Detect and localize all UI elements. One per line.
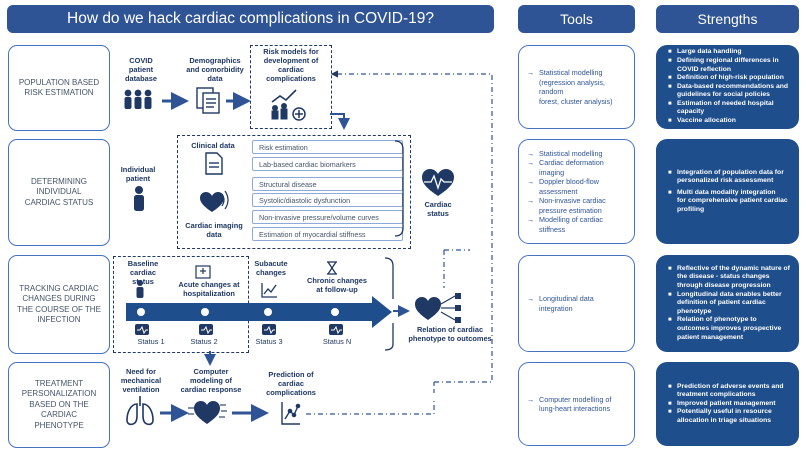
row-label-tracking: TRACKING CARDIAC CHANGES DURING THE COUR… (8, 255, 110, 354)
tools-box-2: Statistical modelling Cardiac deformatio… (518, 139, 635, 244)
arrow-risk-to-status (330, 113, 350, 130)
tools-box-3: Longitudinal data integration (518, 255, 635, 352)
hospital-icon (195, 265, 211, 279)
strengths-box-1: Large data handling Defining regional di… (656, 45, 799, 129)
tools-box-1: Statistical modelling (regression analys… (518, 45, 635, 129)
computer-modeling-label: Computer modeling of cardiac response (180, 367, 242, 394)
strength-item: Longitudinal data enables better definit… (668, 291, 790, 317)
timeline-arrow (126, 296, 392, 328)
strength-item: Potentially useful in resource allocatio… (668, 408, 784, 425)
risk-models-frame (250, 45, 332, 129)
strengths-box-4: Prediction of adverse events and treatme… (656, 362, 799, 446)
timeline-bracket (384, 257, 394, 351)
chronic-changes-label: Chronic changes at follow-up (307, 276, 367, 294)
strengths-header: Strengths (656, 5, 799, 33)
item-myocardial-stiffness: Estimation of myocardial stiffness (252, 227, 403, 241)
timeline-dot-2 (201, 308, 209, 316)
strength-item: Multi data modality integration for comp… (668, 189, 788, 215)
strength-item: Improved patient management (668, 400, 784, 409)
strength-item: Integration of population data for perso… (668, 169, 788, 186)
status-3-label: Status 3 (255, 337, 283, 346)
heart-network-icon (415, 293, 461, 323)
strength-item: Large data handling (668, 48, 788, 57)
strengths-box-2: Integration of population data for perso… (656, 139, 799, 244)
strength-item: Defining regional differences in COVID r… (668, 57, 788, 74)
status-1-label: Status 1 (137, 337, 165, 346)
individual-patient-label: Individual patient (120, 165, 156, 183)
tools-box-4: Computer modelling of lung-heart interac… (518, 362, 635, 446)
strengths-box-3: Reflective of the dynamic nature of the … (656, 255, 799, 352)
baseline-person-icon (136, 280, 144, 298)
status-heart-icons (135, 324, 343, 335)
clinical-document-icon (205, 152, 223, 175)
tool-item: Non-invasive cardiac pressure estimation (527, 196, 606, 215)
baseline-status-label: Baseline cardiac status (127, 259, 159, 286)
relation-outcomes-label: Relation of cardiac phenotype to outcome… (408, 325, 492, 343)
subacute-changes-label: Subacute changes (254, 259, 288, 277)
cardiac-status-label: Cardiac status (424, 200, 452, 218)
tool-item: Doppler blood-flow assessment (527, 177, 606, 196)
strength-item: Estimation of needed hospital capacity (668, 100, 788, 117)
risk-trend-icon (271, 89, 306, 121)
risk-models-label: Risk models for development of cardiac c… (263, 47, 319, 83)
tool-item: Statistical modelling (regression analys… (527, 68, 626, 106)
heart-monitor-icon (422, 169, 454, 196)
strength-item: Relation of phenotype to outcomes improv… (668, 316, 790, 342)
row-label-individual: DETERMINING INDIVIDUAL CARDIAC STATUS (8, 139, 110, 246)
ventilation-label: Need for mechanical ventilation (120, 367, 162, 394)
tool-item: Cardiac deformation imaging (527, 158, 606, 177)
trend-chart-icon (261, 283, 277, 298)
tool-item: Modelling of cardiac stiffness (527, 215, 606, 234)
heart-circuit-icon (188, 401, 227, 424)
tool-item: Computer modelling of lung-heart interac… (527, 395, 611, 414)
acute-changes-label: Acute changes at hospitalization (178, 280, 240, 298)
documents-icon (196, 87, 220, 114)
prediction-label: Prediction of cardiac complications (266, 370, 316, 397)
row-label-treatment: TREATMENT PERSONALIZATION BASED ON THE C… (8, 362, 110, 448)
strength-item: Reflective of the dynamic nature of the … (668, 265, 790, 291)
strength-item: Prediction of adverse events and treatme… (668, 383, 784, 400)
hourglass-icon (327, 261, 337, 275)
strength-item: Definition of high-risk population (668, 74, 788, 83)
strength-item: Data-based recommendations and guideline… (668, 83, 788, 100)
status-n-label: Status N (322, 337, 352, 346)
timeline-dot-n (331, 308, 339, 316)
strength-item: Vaccine allocation (668, 117, 788, 126)
cardiac-status-frame (177, 135, 411, 249)
heart-imaging-icon (200, 190, 229, 212)
covid-database-label: COVID patient database (124, 56, 158, 83)
timeline-dot-3 (264, 308, 272, 316)
prediction-chart-icon (281, 402, 301, 425)
demographics-label: Demographics and comorbidity data (186, 56, 244, 83)
tool-item: Longitudinal data integration (527, 294, 594, 313)
feedback-dashed-arrow (330, 70, 493, 383)
tool-item: Statistical modelling (527, 149, 606, 159)
person-icon (134, 186, 144, 211)
clinical-data-label: Clinical data (191, 141, 235, 150)
items-bracket (394, 140, 404, 237)
timeline-dot-1 (137, 308, 145, 316)
item-structural-disease: Structural disease (252, 177, 403, 191)
people-icon (124, 89, 152, 109)
row-label-population: POPULATION BASED RISK ESTIMATION (8, 45, 110, 131)
lungs-icon (126, 396, 154, 426)
tools-header: Tools (518, 5, 635, 33)
imaging-data-label: Cardiac imaging data (185, 221, 243, 239)
main-title: How do we hack cardiac complications in … (7, 5, 494, 33)
prediction-dashed-arrow (306, 398, 435, 415)
status-2-label: Status 2 (190, 337, 218, 346)
